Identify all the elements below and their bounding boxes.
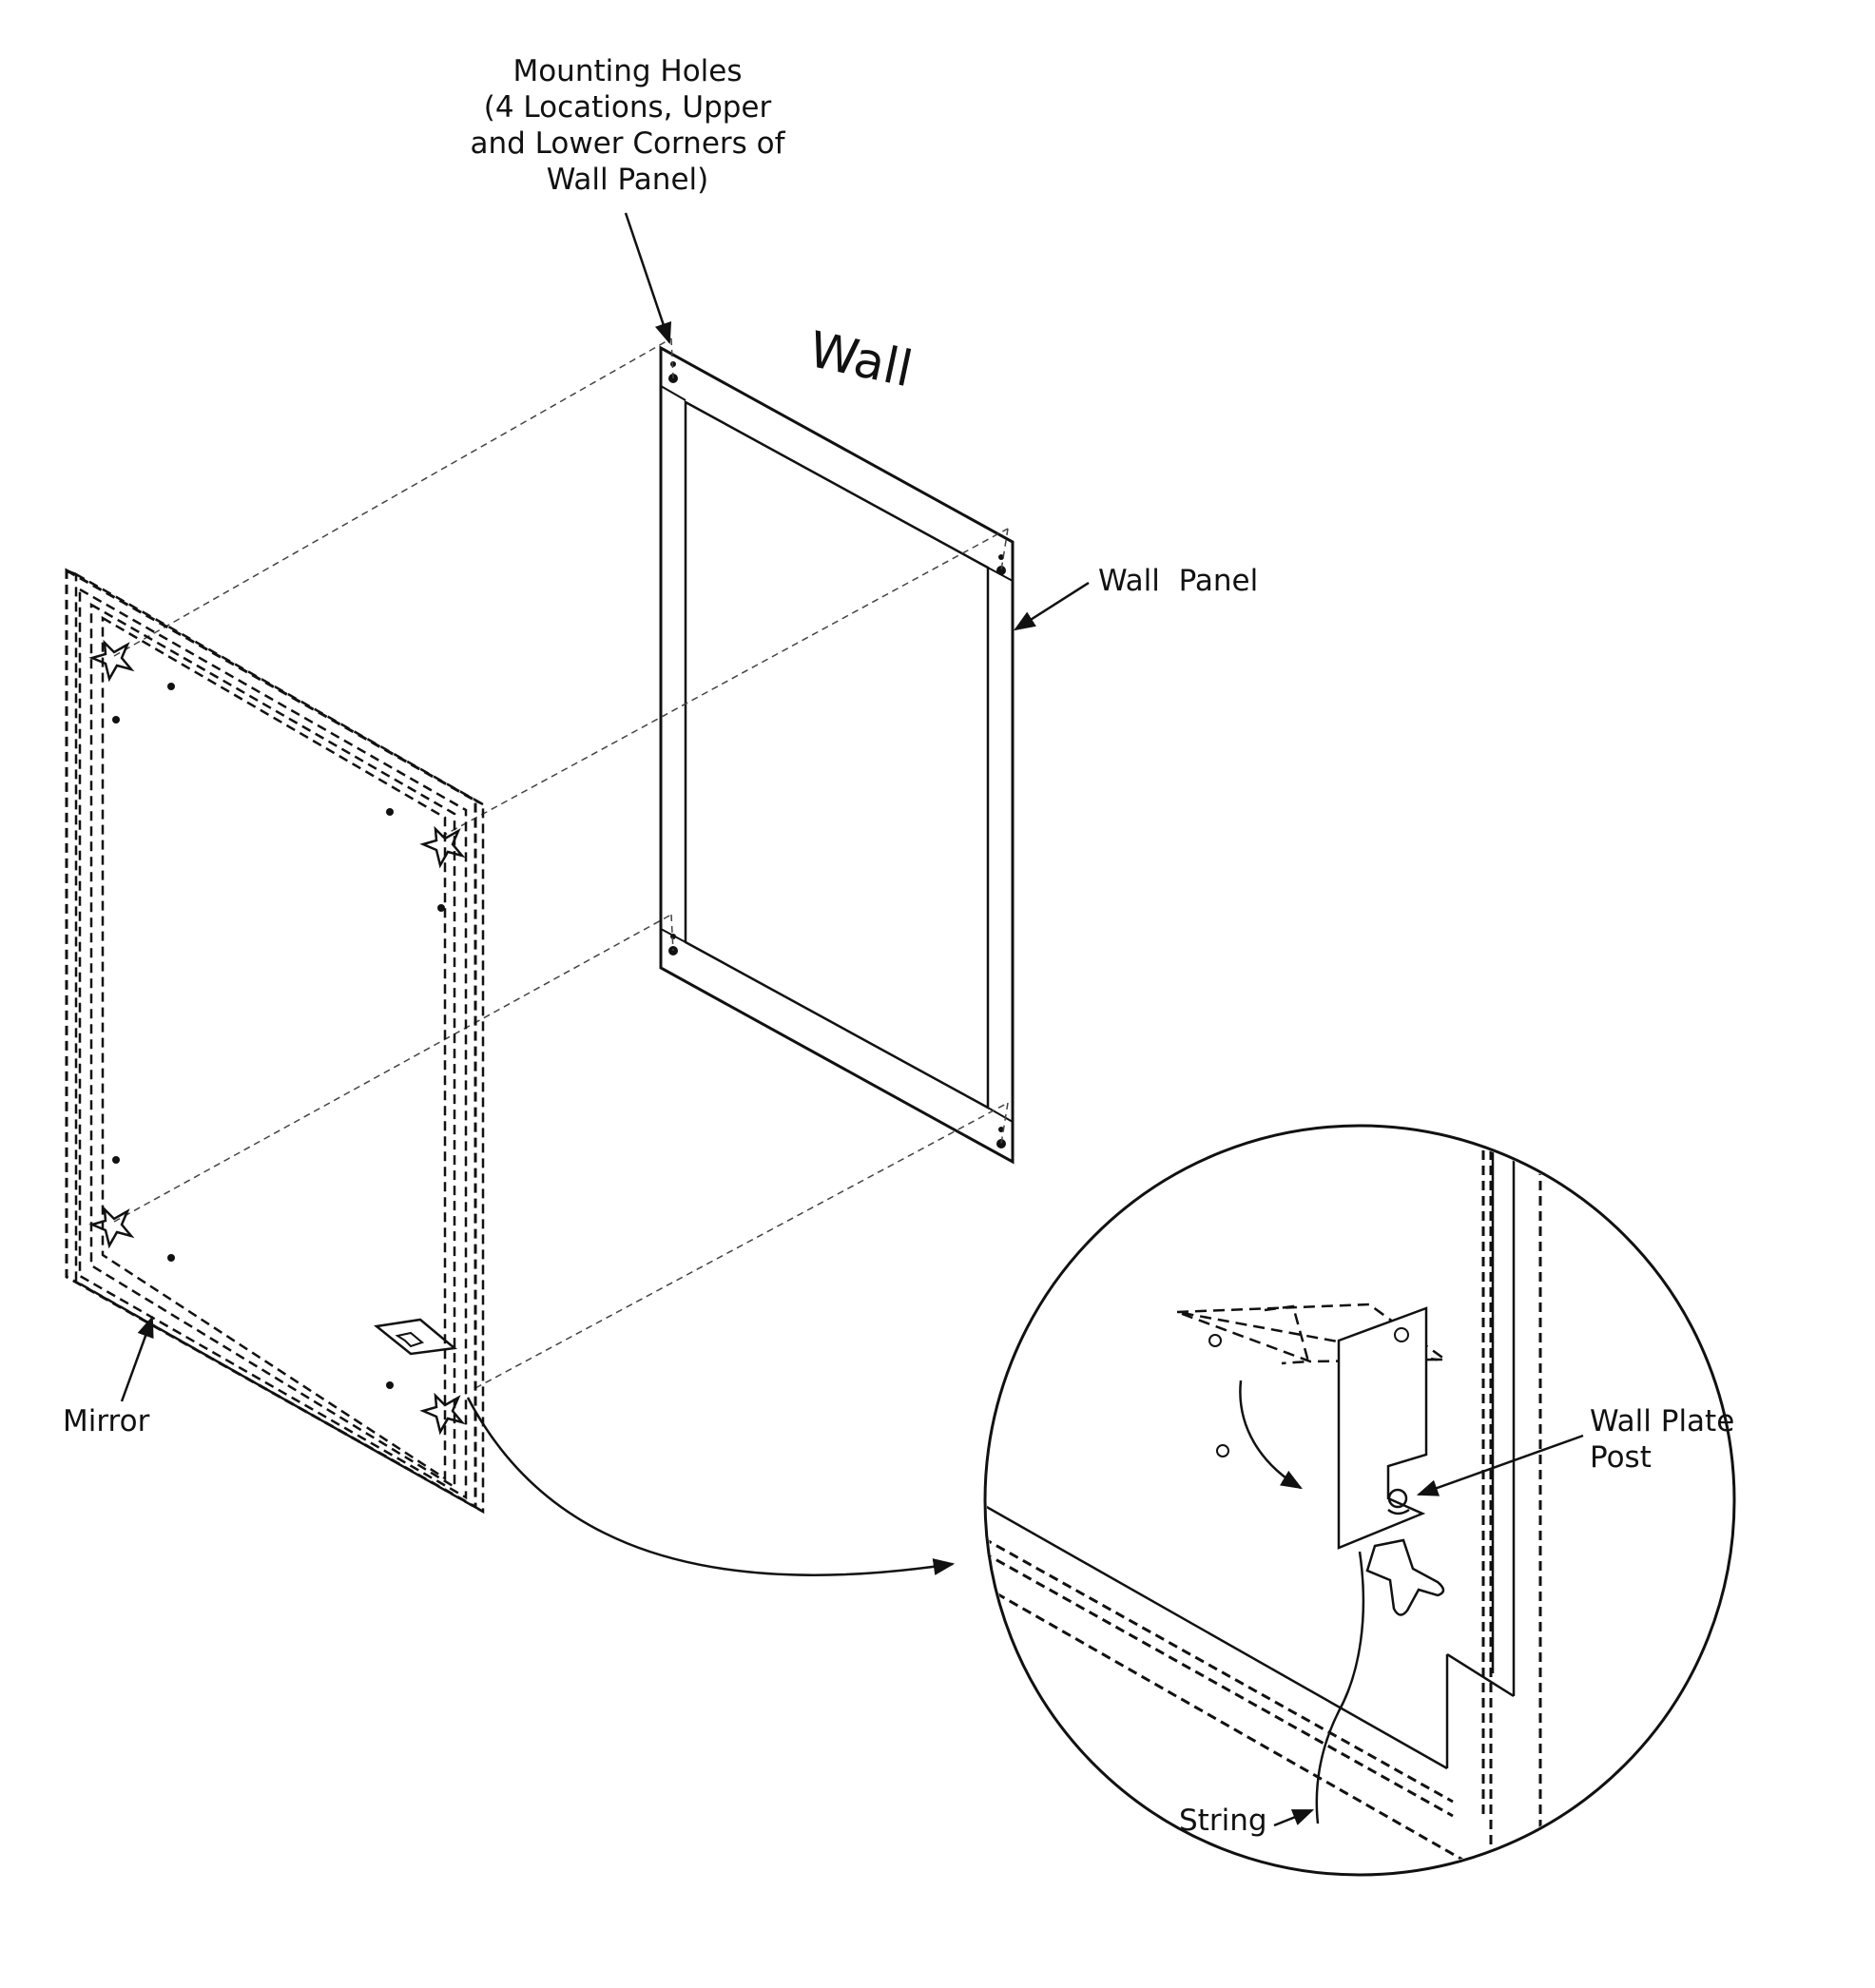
mounting-holes-label: Mounting Holes (4 Locations, Upper and L… bbox=[456, 53, 799, 198]
wall-panel bbox=[659, 345, 1015, 1165]
string-arrow bbox=[1273, 1808, 1315, 1827]
mirror-arrow bbox=[120, 1315, 154, 1402]
mirror-holes bbox=[112, 683, 445, 1389]
mounting-holes-arrow bbox=[624, 212, 672, 345]
wall-plate-post-line-2: Post bbox=[1590, 1440, 1652, 1475]
wall-plate-post-line-1: Wall Plate bbox=[1590, 1404, 1735, 1438]
mounting-holes bbox=[668, 361, 1006, 1148]
mounting-holes-line-3: and Lower Corners of bbox=[470, 126, 785, 161]
wall-plate-post-arrow bbox=[1416, 1434, 1584, 1496]
detail-callout-arrow bbox=[466, 1397, 956, 1576]
mirror bbox=[65, 568, 485, 1515]
detail-view bbox=[983, 1124, 1736, 1877]
mirror-keyhole-brackets bbox=[88, 639, 466, 1436]
string-line bbox=[1315, 1551, 1365, 1824]
rotation-arrow bbox=[1239, 1380, 1303, 1490]
projection-lines bbox=[113, 338, 1009, 1389]
mounting-holes-line-4: Wall Panel) bbox=[546, 163, 709, 197]
mounting-holes-line-2: (4 Locations, Upper bbox=[483, 90, 772, 125]
wall-panel-arrow bbox=[1014, 581, 1090, 631]
mounting-holes-line-1: Mounting Holes bbox=[512, 54, 743, 88]
wall-plate-post-label: Wall Plate Post bbox=[1590, 1403, 1734, 1476]
wall-panel-label: Wall Panel bbox=[1098, 564, 1259, 598]
mirror-label: Mirror bbox=[63, 1404, 150, 1438]
mirror-wall-plate bbox=[374, 1318, 457, 1356]
detail-circle bbox=[983, 1124, 1736, 1877]
wall-plate-post bbox=[1387, 1488, 1410, 1515]
string-label: String bbox=[1179, 1804, 1267, 1838]
leader-arrows bbox=[120, 212, 1584, 1827]
